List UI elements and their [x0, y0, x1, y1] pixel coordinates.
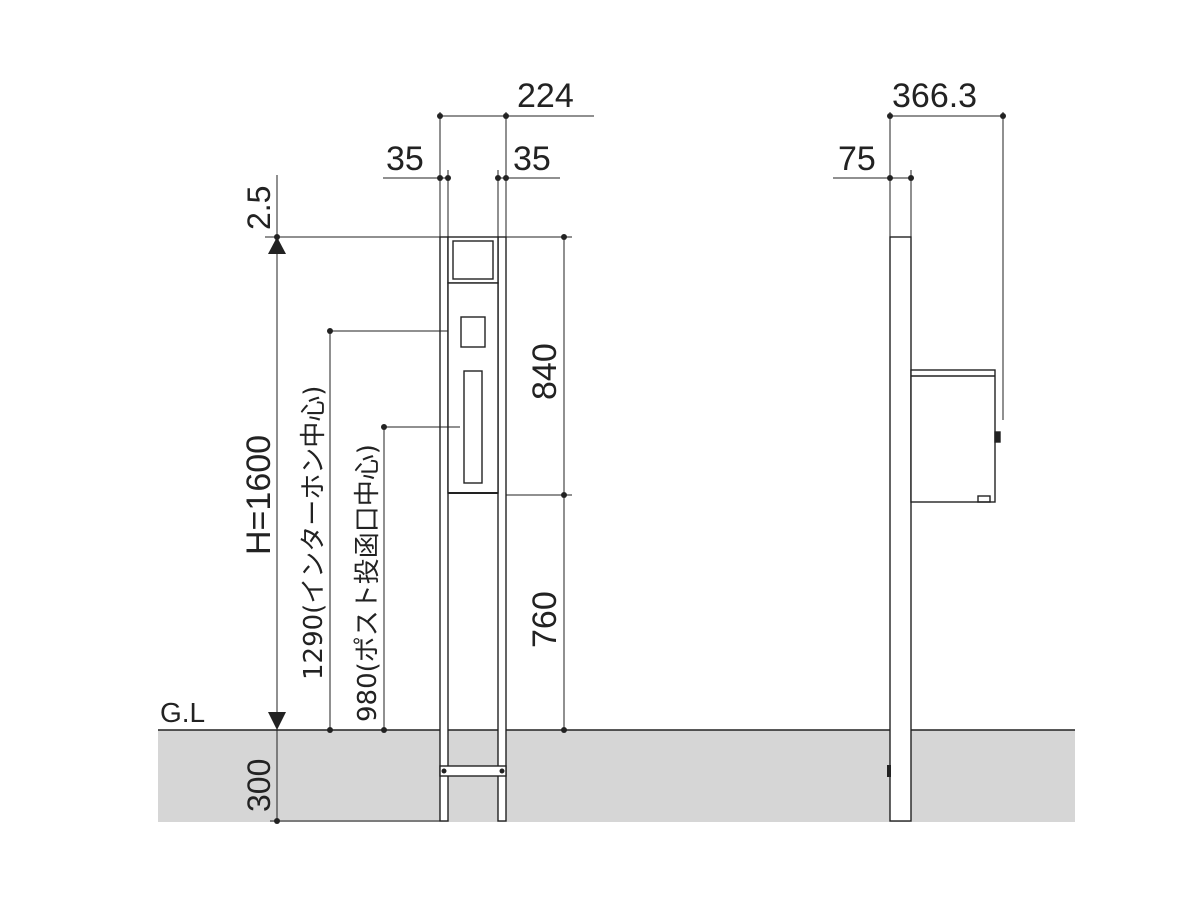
side-knob [994, 431, 1001, 443]
dim-35-right-label: 35 [513, 140, 551, 178]
dim-dot [908, 175, 914, 181]
dim-75-label: 75 [838, 140, 876, 178]
side-view [887, 236, 1001, 822]
dim-dot [437, 175, 443, 181]
top-cap-inner [452, 240, 494, 280]
anchor-bracket [439, 765, 507, 777]
dim-dot [381, 424, 387, 430]
height-label: H=1600 [240, 435, 278, 555]
dim-300-label: 300 [241, 759, 277, 812]
mail-slot [463, 370, 483, 484]
mail-slot-center-label: 980(ポスト投函口中心) [353, 444, 383, 722]
dim-dot [495, 175, 501, 181]
side-dimensions [833, 112, 1006, 420]
dim-dot [1000, 113, 1006, 119]
ground-fill [158, 730, 1075, 822]
intercom-center-label: 1290(インターホン中心) [299, 386, 329, 680]
bolt-left [441, 768, 447, 774]
side-post [889, 236, 912, 822]
side-bolt [887, 765, 891, 777]
dim-dot [561, 234, 567, 240]
main-panel [447, 282, 499, 494]
dim-dot [437, 113, 443, 119]
dim-dot [327, 328, 333, 334]
dim-dot [445, 175, 451, 181]
height-arrow-top [268, 237, 286, 254]
dim-dot [887, 113, 893, 119]
dim-dot [887, 175, 893, 181]
dim-dot [503, 175, 509, 181]
dim-dot [381, 727, 387, 733]
front-view [439, 236, 507, 822]
dim-dot [503, 113, 509, 119]
dim-840-label: 840 [526, 343, 564, 400]
dim-35-left-label: 35 [386, 140, 424, 178]
top-cap-box [447, 236, 499, 284]
ground: G.L [158, 697, 1075, 822]
dim-dot [561, 492, 567, 498]
dim-dot [561, 727, 567, 733]
dim-760-label: 760 [526, 591, 564, 648]
dim-224-label: 224 [517, 77, 574, 115]
height-arrow-bottom [268, 712, 286, 730]
front-dimensions [265, 112, 594, 824]
ground-label: G.L [160, 697, 205, 728]
mailbox-foot [977, 495, 991, 503]
side-mailbox [910, 369, 996, 503]
dim-dot [327, 727, 333, 733]
bolt-right [499, 768, 505, 774]
dim-2-5-label: 2.5 [241, 186, 277, 230]
right-post [497, 236, 507, 822]
dim-366-label: 366.3 [892, 77, 977, 115]
left-post [439, 236, 449, 822]
dim-dot [274, 818, 280, 824]
intercom-box [460, 316, 486, 348]
